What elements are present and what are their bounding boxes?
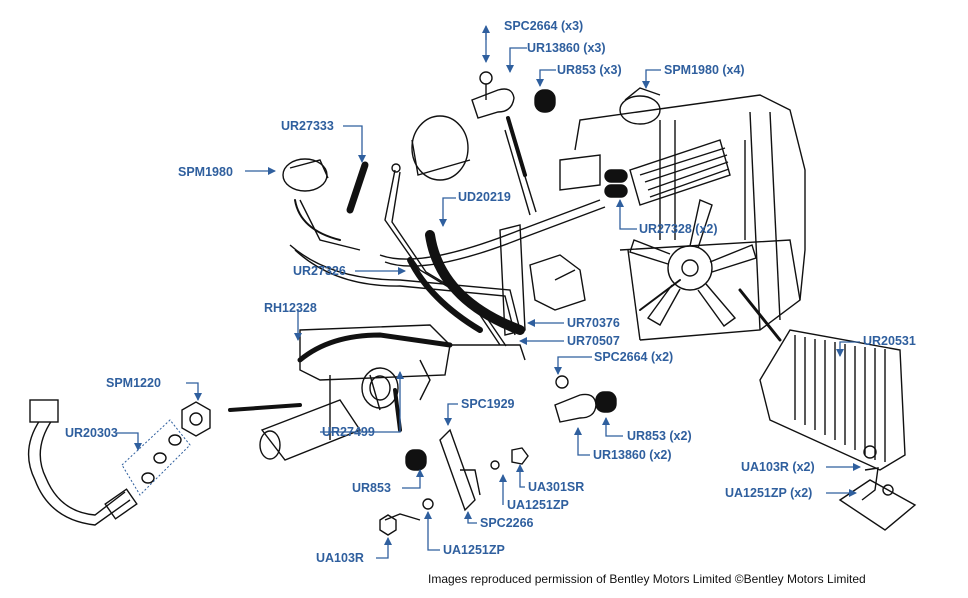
label-ur27333: UR27333 <box>281 119 334 133</box>
label-ur13860-x2: UR13860 (x2) <box>593 448 672 462</box>
label-spc2664-x2: SPC2664 (x2) <box>594 350 674 364</box>
label-ur853: UR853 <box>352 481 391 495</box>
label-spc2664-x3: SPC2664 (x3) <box>504 19 584 33</box>
label-ur27326: UR27326 <box>293 264 346 278</box>
label-ur27328-x2: UR27328 (x2) <box>639 222 718 236</box>
label-ur70376: UR70376 <box>567 316 620 330</box>
copyright-credit: Images reproduced permission of Bentley … <box>428 572 866 586</box>
label-ur27499: UR27499 <box>322 425 375 439</box>
label-ud20219: UD20219 <box>458 190 511 204</box>
hoses <box>228 116 782 432</box>
label-ur853-x3: UR853 (x3) <box>557 63 622 77</box>
label-ua1251zp-x2: UA1251ZP (x2) <box>725 486 813 500</box>
radiator-assembly <box>559 94 806 341</box>
label-ur20303: UR20303 <box>65 426 118 440</box>
label-ua1251zp-lower: UA1251ZP <box>443 543 505 557</box>
label-ua103r-x2: UA103R (x2) <box>741 460 815 474</box>
label-ua301sr: UA301SR <box>528 480 585 494</box>
label-spm1980: SPM1980 <box>178 165 233 179</box>
label-ur13860-x3: UR13860 (x3) <box>527 41 606 55</box>
leader-lines <box>116 25 861 559</box>
label-spc1929: SPC1929 <box>461 397 515 411</box>
label-ua103r: UA103R <box>316 551 364 565</box>
label-ur20531: UR20531 <box>863 334 916 348</box>
ur20303-group-box <box>121 419 191 496</box>
clips-and-fasteners <box>27 71 917 536</box>
label-spc2266: SPC2266 <box>480 516 534 530</box>
label-ua1251zp-washer: UA1251ZP <box>507 498 569 512</box>
label-ur853-x2: UR853 (x2) <box>627 429 692 443</box>
label-rh12328: RH12328 <box>264 301 317 315</box>
label-spm1220: SPM1220 <box>106 376 161 390</box>
label-ur70507: UR70507 <box>567 334 620 348</box>
label-spm1980-x4: SPM1980 (x4) <box>664 63 745 77</box>
